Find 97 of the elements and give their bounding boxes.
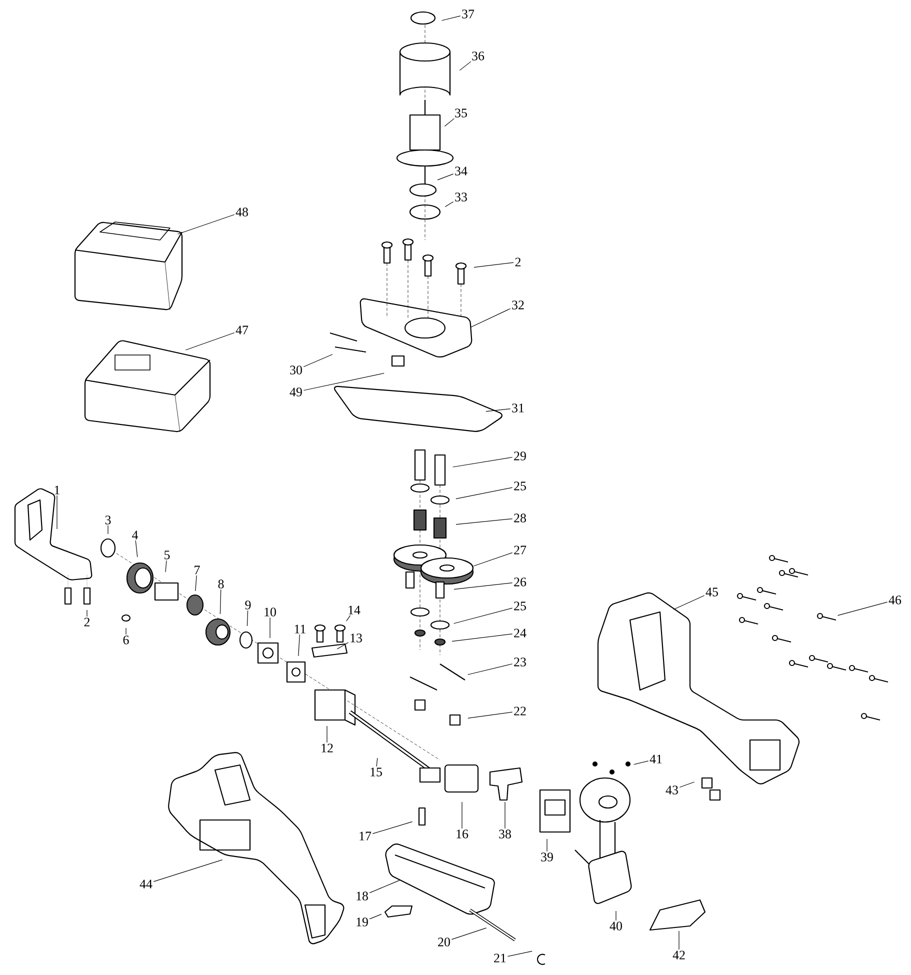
leader-line (486, 408, 511, 412)
callout-number: 41 (650, 754, 662, 764)
callout-number: 3 (105, 516, 111, 524)
leader-line (246, 610, 248, 626)
callout-number: 30 (290, 366, 302, 374)
callout-number: 17 (360, 832, 372, 840)
callout-number: 21 (494, 954, 506, 962)
callout-number: 26 (514, 578, 526, 586)
leader-line (220, 589, 222, 614)
callout-number: 11 (294, 624, 306, 634)
leader-line (459, 61, 472, 71)
callout-number: 34 (455, 166, 468, 176)
callout-number: 5 (164, 550, 170, 560)
leader-line (452, 456, 513, 468)
leader-line (336, 642, 349, 650)
leader-line (303, 372, 384, 391)
leader-line (456, 487, 513, 500)
callout-number: 1 (54, 486, 60, 494)
callout-number: 48 (236, 208, 248, 216)
leader-line (376, 758, 378, 767)
leader-line (153, 860, 223, 882)
leader-line (442, 16, 461, 21)
callout-number: 22 (514, 706, 526, 716)
leader-line (195, 575, 197, 592)
leader-line (135, 540, 138, 558)
leader-line (454, 608, 513, 624)
callout-number: 2 (84, 618, 90, 626)
leader-line (504, 802, 506, 829)
leader-line (372, 821, 413, 834)
callout-number: 31 (512, 404, 524, 412)
leader-line (473, 552, 513, 566)
leader-line (679, 782, 695, 788)
callout-number: 45 (706, 588, 718, 596)
leader-line (474, 262, 514, 268)
callout-number: 32 (512, 300, 524, 310)
callout-number: 47 (236, 326, 248, 334)
callout-number: 28 (514, 514, 526, 522)
leader-line (185, 332, 235, 350)
callout-number: 4 (132, 530, 138, 540)
leader-line (444, 201, 454, 208)
leader-line (451, 928, 487, 940)
leader-line (86, 610, 88, 617)
leader-line (437, 174, 454, 180)
callout-number: 9 (245, 600, 251, 610)
callout-number: 25 (514, 602, 526, 610)
callout-number: 20 (438, 938, 450, 946)
callout-number: 35 (455, 108, 467, 118)
callout-number: 44 (140, 880, 152, 888)
callout-number: 2 (515, 258, 521, 266)
callout-number: 15 (370, 768, 382, 776)
callout-number: 18 (356, 892, 368, 900)
callout-number: 19 (356, 918, 368, 926)
leader-line (678, 930, 680, 950)
leader-line (546, 838, 548, 852)
leader-line (326, 726, 328, 743)
leader-line (177, 214, 235, 234)
callout-number: 8 (218, 580, 224, 588)
callout-number: 43 (666, 786, 678, 794)
leader-line (165, 560, 167, 572)
callout-number: 16 (456, 830, 468, 838)
callout-number: 42 (672, 950, 685, 960)
leader-line (369, 880, 400, 894)
callout-number: 33 (455, 192, 467, 202)
leader-line (369, 914, 382, 920)
leader-line (468, 712, 513, 718)
callout-number: 12 (322, 744, 333, 752)
leader-line (56, 495, 58, 530)
leader-line (838, 602, 888, 616)
callout-number: 46 (888, 596, 902, 604)
leader-line (470, 308, 511, 328)
leader-line (673, 595, 705, 610)
callout-number: 7 (194, 566, 200, 574)
callout-number: 25 (514, 482, 526, 490)
leader-line (346, 615, 351, 622)
leader-line (456, 518, 513, 525)
callout-number: 14 (348, 606, 360, 614)
callout-number: 13 (350, 634, 362, 642)
callout-number: 6 (123, 636, 129, 644)
leader-line (452, 634, 513, 642)
leader-line (468, 664, 513, 675)
callout-number: 39 (541, 852, 553, 862)
leader-line (634, 760, 649, 765)
callout-number: 23 (514, 658, 526, 666)
callout-number: 24 (514, 628, 526, 638)
leader-line (454, 582, 513, 590)
callout-number: 10 (264, 608, 276, 616)
leader-line (303, 354, 333, 368)
callout-number: 49 (290, 388, 302, 396)
leader-line (444, 118, 454, 126)
callout-number: 36 (472, 52, 484, 60)
callout-number: 27 (514, 546, 526, 554)
callout-number: 29 (514, 452, 526, 460)
callout-number: 37 (462, 10, 474, 18)
callout-number: 38 (499, 830, 511, 838)
leader-line (298, 634, 300, 656)
callout-number: 40 (610, 922, 622, 930)
leader-line (507, 950, 532, 957)
